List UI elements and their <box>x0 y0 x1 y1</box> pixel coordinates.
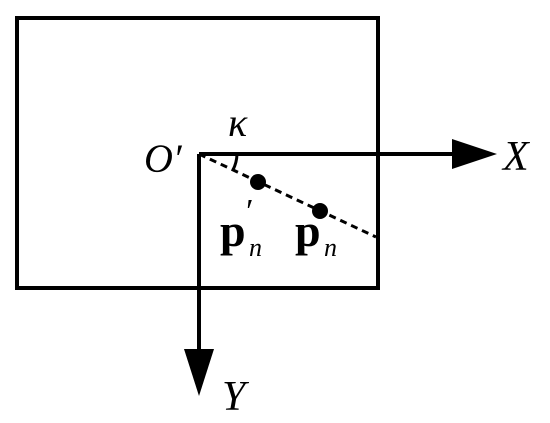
x-axis-arrowhead <box>452 139 497 169</box>
point-p-prime-n <box>250 174 266 190</box>
point-p-n-label: p n <box>295 205 337 262</box>
svg-text:n: n <box>249 233 262 262</box>
kappa-label: κ <box>228 100 248 145</box>
svg-text:p: p <box>295 205 321 256</box>
y-axis-arrowhead <box>184 349 214 396</box>
svg-text:′: ′ <box>244 193 252 230</box>
y-axis-label: Y <box>222 374 250 420</box>
svg-text:p: p <box>220 205 246 256</box>
kappa-angle-arc <box>231 153 239 171</box>
projection-ray <box>198 152 377 239</box>
x-axis-label: X <box>501 134 531 180</box>
svg-text:n: n <box>324 233 337 262</box>
point-p-prime-n-label: p ′ n <box>220 193 262 262</box>
point-p-n <box>312 203 328 219</box>
origin-label: O′ <box>144 136 183 181</box>
